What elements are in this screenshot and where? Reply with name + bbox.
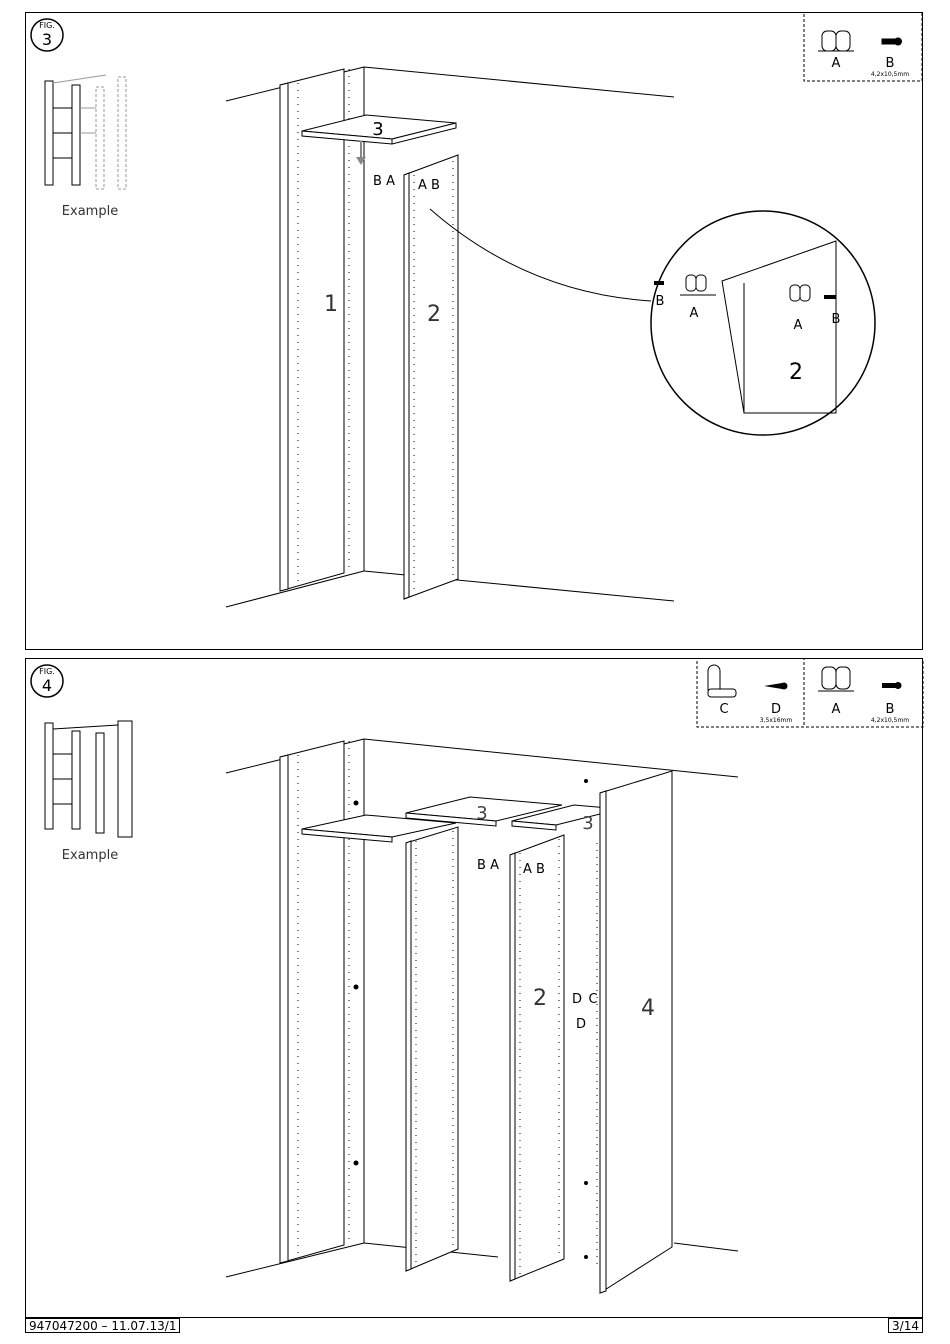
part-letter-a: A [832,702,841,717]
figure-3-drawing: FIG. 3 Example A [26,13,924,651]
figure-3-panel: FIG. 3 Example A [25,12,923,650]
part-size-b: 4,2x10,5mm [871,717,909,724]
detail-a-left: A [690,306,699,321]
fig-badge: FIG. 3 [31,19,63,51]
side-panel-2 [404,155,458,599]
cam-fitting-icon [818,667,854,691]
side-panel-1 [280,741,349,1263]
part-letter-a: A [832,56,841,71]
panel-number-3-right: 3 [582,813,593,834]
document-code: 947047200 – 11.07.13/1 [25,1318,180,1333]
panel-number-2: 2 [427,302,441,327]
fig-label: FIG. [39,21,55,30]
hardware-labels-right: A B [523,862,545,877]
fig-number: 4 [42,676,52,695]
side-panel-4 [600,771,672,1293]
side-panel-1 [280,69,349,591]
detail-b-left: B [656,294,665,309]
hardware-labels-left: B A [477,858,499,873]
hardware-labels-right: A B [418,178,440,193]
panel-number-2: 2 [533,986,547,1011]
hardware-labels-left: B A [373,174,395,189]
detail-panel-number: 2 [789,360,803,385]
panel-number-3-back: 3 [476,803,487,824]
parts-legend: C D 3,5x16mm A B 4,2x10,5mm [697,659,923,727]
side-panel-middle [406,827,458,1271]
page-number: 3/14 [888,1318,923,1333]
example-label: Example [62,204,118,219]
detail-leader-line [430,209,651,301]
example-label: Example [62,848,118,863]
part-letter-b: B [886,702,895,717]
detail-a-right: A [794,318,803,333]
wood-screw-icon [764,683,788,690]
parts-legend: A B 4,2x10,5mm [804,13,922,81]
figure-4-drawing: FIG. 4 Example C D [26,659,924,1319]
example-thumbnail [45,721,132,837]
part-size-d: 3,5x16mm [760,717,793,724]
bracket-label-d2: D [576,1017,586,1032]
detail-b-right: B [832,312,841,327]
panel-number-1: 1 [324,292,338,317]
fig-label: FIG. [39,667,55,676]
bracket-label-d1: D [572,992,582,1007]
angle-bracket-icon [708,665,736,697]
cam-fitting-icon [818,31,854,51]
example-thumbnail [45,75,126,189]
figure-4-panel: FIG. 4 Example C D [25,658,923,1318]
panel-number-4: 4 [641,996,655,1021]
panel-number-3: 3 [372,119,383,140]
part-letter-d: D [771,702,781,717]
fig-number: 3 [42,30,52,49]
part-letter-c: C [719,702,728,717]
detail-zoom: B A A B 2 [651,211,875,435]
fig-badge: FIG. 4 [31,665,63,697]
side-panel-2 [510,835,564,1281]
screw-icon [882,682,902,689]
part-size-b: 4,2x10,5mm [871,71,909,78]
part-letter-b: B [886,56,895,71]
screw-icon [882,38,902,45]
bracket-label-c: C [588,992,597,1007]
